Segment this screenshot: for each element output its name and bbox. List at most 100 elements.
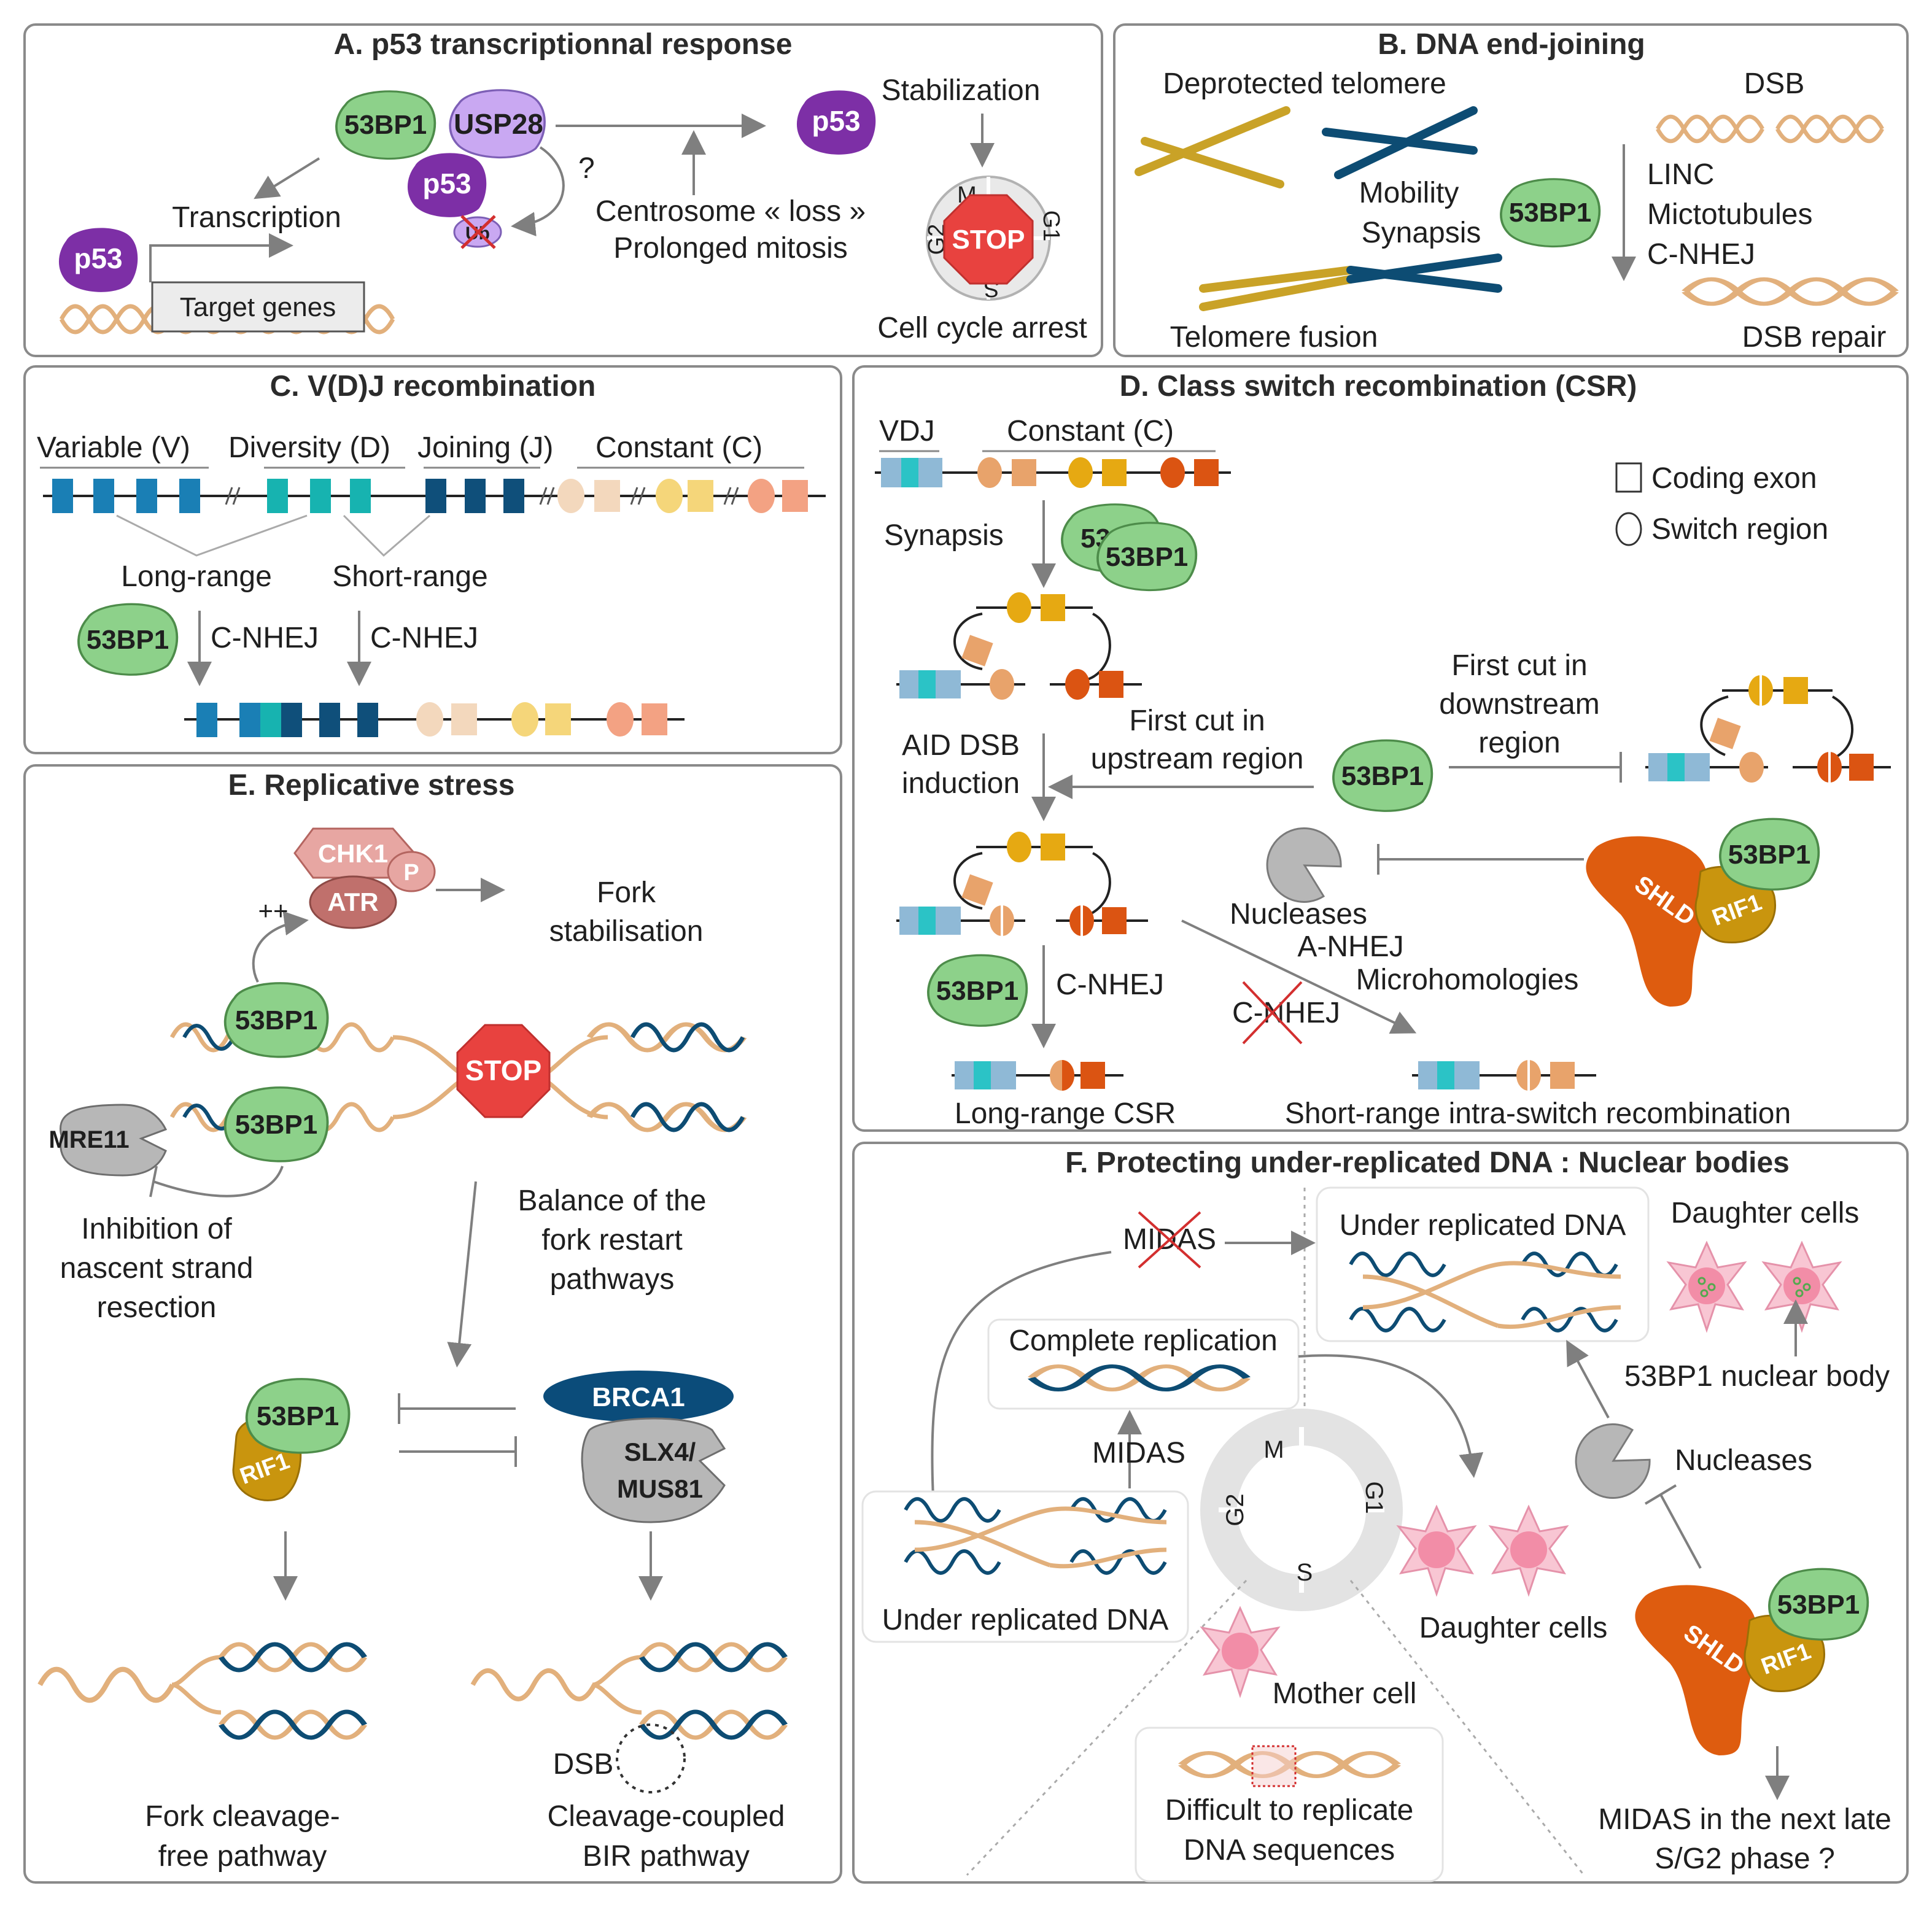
vdj-label: VDJ <box>879 415 935 447</box>
53bp1-label: 53BP1 <box>1777 1590 1860 1620</box>
panel-c: C. V(D)J recombination Variable (V) Dive… <box>23 365 842 754</box>
shld-protein <box>1635 1585 1758 1755</box>
diversity-label: Diversity (D) <box>228 431 390 464</box>
atr-protein <box>309 875 397 929</box>
cnhej-low-label: C-NHEJ <box>1056 969 1164 1001</box>
next-label-2: S/G2 phase ? <box>1655 1843 1835 1875</box>
under-top-label: Under replicated DNA <box>1340 1209 1626 1242</box>
free-label-1: Fork cleavage- <box>145 1800 339 1833</box>
cnhej-label-1: C-NHEJ <box>211 622 319 654</box>
centrosome-label: Centrosome « loss » <box>596 195 866 228</box>
under-left-label: Under replicated DNA <box>882 1604 1169 1636</box>
daughter-cell-icon <box>1763 1242 1841 1331</box>
p53-label: p53 <box>812 105 860 137</box>
bir-pathway-fork <box>473 1644 785 1738</box>
slx4-label: SLX4/ <box>624 1437 696 1466</box>
phospho-group <box>387 851 436 892</box>
difficult-label-2: DNA sequences <box>1184 1834 1395 1866</box>
joining-label: Joining (J) <box>417 431 553 464</box>
dsb-label: DSB <box>1744 68 1805 100</box>
cnhej-label: C-NHEJ <box>1647 238 1755 271</box>
daughter-cell-icon <box>1397 1506 1476 1595</box>
chk1-label: CHK1 <box>318 839 388 868</box>
dsb-dna-left <box>1658 117 1763 141</box>
constant-label: Constant (C) <box>596 431 762 464</box>
shld-protein <box>1586 836 1709 1007</box>
first-down-label-3: region <box>1478 727 1560 759</box>
panel-c-title: C. V(D)J recombination <box>270 370 596 403</box>
fork-stab-label-1: Fork <box>597 876 656 909</box>
cross-mark-icon <box>1138 1211 1201 1269</box>
stop-label: STOP <box>465 1054 541 1086</box>
constant-label: Constant (C) <box>1007 415 1174 447</box>
fusion-label: Telomere fusion <box>1170 321 1378 354</box>
cone-lines <box>966 1579 1585 1876</box>
question-mark: ? <box>578 152 595 185</box>
first-up-label-1: First cut in <box>1129 705 1265 737</box>
nuclease-inhibition <box>1644 1484 1702 1569</box>
anhej-label: A-NHEJ <box>1297 930 1403 963</box>
mre11-protein <box>60 1104 168 1177</box>
aid-label-1: AID DSB <box>902 729 1020 762</box>
phase-s: S <box>1297 1559 1313 1586</box>
p53-label: p53 <box>74 242 122 274</box>
panel-e-title: E. Replicative stress <box>228 769 515 802</box>
53bp1-label: 53BP1 <box>344 110 427 140</box>
under-top-dna <box>1351 1253 1621 1331</box>
mre11-label: MRE11 <box>48 1126 129 1153</box>
stop-label: STOP <box>952 225 1025 255</box>
coding-exon-legend-icon <box>1615 462 1642 493</box>
variable-label: Variable (V) <box>37 431 190 464</box>
short-range-label: Short-range <box>332 560 487 593</box>
csr-locus <box>875 457 1231 488</box>
mitosis-label: Prolonged mitosis <box>613 232 848 265</box>
transcription-label: Transcription <box>172 201 341 234</box>
rearranged-locus <box>184 702 685 737</box>
short-csr-label: Short-range intra-switch recombination <box>1285 1097 1791 1130</box>
next-label-1: MIDAS in the next late <box>1598 1803 1891 1836</box>
phase-g1: G1 <box>1038 211 1064 242</box>
53bp1-label: 53BP1 <box>1106 542 1189 572</box>
nuclease-to-body-arrow <box>1566 1339 1610 1418</box>
short-range-arrow <box>1181 919 1417 1034</box>
difficult-region-marker <box>1251 1745 1297 1787</box>
nuclease-icon <box>1561 1412 1661 1512</box>
switch-region-label: Switch region <box>1651 513 1828 546</box>
53bp1-label: 53BP1 <box>1341 761 1424 791</box>
brca1-label: BRCA1 <box>592 1382 685 1412</box>
53bp1-label: 53BP1 <box>235 1110 318 1140</box>
panel-f: F. Protecting under-replicated DNA : Nuc… <box>852 1142 1909 1884</box>
arrow-to-transcription <box>254 157 320 199</box>
mother-cell-icon <box>1201 1607 1279 1696</box>
gold-chromatid <box>1135 106 1290 188</box>
nuclear-body-label: 53BP1 nuclear body <box>1624 1360 1890 1393</box>
cross-mark-icon <box>1242 981 1303 1045</box>
under-left-dna <box>906 1499 1166 1573</box>
53bp1-label: 53BP1 <box>235 1005 318 1035</box>
transcription-arrow <box>149 233 293 282</box>
panel-e: E. Replicative stress CHK1 P ATR Fork st… <box>23 764 842 1884</box>
arrest-label: Cell cycle arrest <box>877 312 1087 344</box>
first-down-label-2: downstream <box>1439 688 1599 721</box>
mother-label: Mother cell <box>1273 1677 1417 1710</box>
long-range-label: Long-range <box>121 560 272 593</box>
panel-d-frame <box>852 365 1909 1132</box>
panel-a: A. p53 transcriptionnal response Target … <box>23 23 1103 357</box>
synapsed-locus <box>896 592 1142 700</box>
daughter-cell-icon <box>1489 1506 1568 1595</box>
aid-label-2: induction <box>902 767 1020 800</box>
brca1-protein <box>543 1371 734 1422</box>
cnhej-crossed-label: C-NHEJ <box>1232 997 1340 1029</box>
dsb-circle <box>616 1723 686 1793</box>
under-left-box <box>861 1490 1189 1643</box>
target-genes-label: Target genes <box>180 292 336 322</box>
deubiquitination-arrow <box>511 146 565 237</box>
cut-locus <box>896 832 1148 936</box>
panel-d: D. Class switch recombination (CSR) VDJ … <box>852 365 1909 1132</box>
free-pathway-fork <box>40 1644 365 1738</box>
panel-a-frame <box>23 23 1103 357</box>
cross-mark-icon <box>460 215 496 249</box>
bir-label-1: Cleavage-coupled <box>548 1800 785 1833</box>
53bp1-label: 53BP1 <box>87 625 169 655</box>
